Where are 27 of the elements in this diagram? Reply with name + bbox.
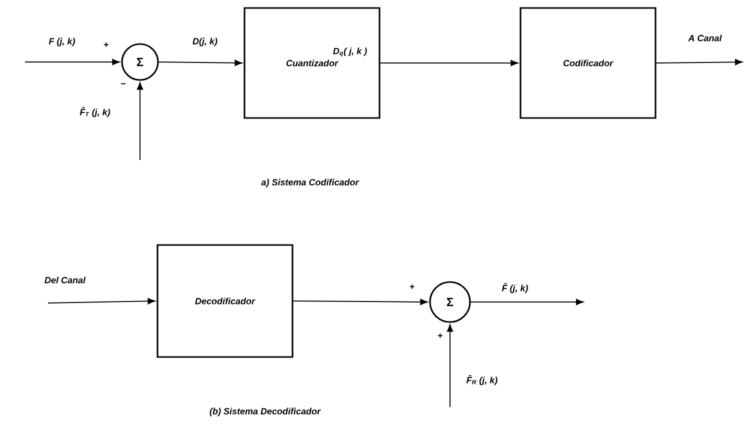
sign: − [120,83,126,84]
caption: a) Sistema Codificador [261,178,360,188]
arrow [136,82,144,160]
arrow [158,60,242,66]
edge-label: Del Canal [44,276,86,284]
sign: + [438,333,442,338]
edge-label: F̂$_{T}$ (j, k) [80,106,110,118]
summing-junction: Σ [429,281,471,323]
edge-label: A Canal [688,34,722,42]
arrow [292,298,428,306]
arrow [656,58,743,66]
arrow [446,324,454,408]
edge-label: F̂$_{R}$ (j, k) [466,374,498,386]
edge-label: D(j, k) [192,38,218,46]
summing-junction: Σ [121,43,159,81]
arrow [380,60,518,66]
sign: + [104,42,108,47]
process-box: Decodificador [156,244,294,358]
sign: + [410,284,414,289]
edge-label: D$_{q}$( j, k ) [333,48,367,56]
process-box: Codificador [520,7,656,119]
arrow [470,298,584,306]
edge-label: F̂ (j, k) [502,282,528,294]
arrow [48,298,156,304]
edge-label: F (j, k) [48,38,75,46]
caption: (b) Sistema Decodificador [210,408,321,416]
arrow [24,58,120,66]
